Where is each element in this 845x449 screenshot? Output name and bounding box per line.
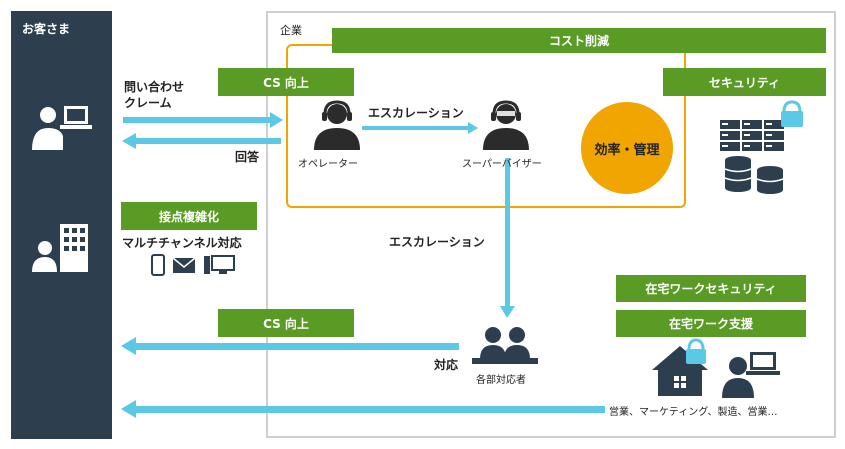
- customer-title: お客さま: [22, 22, 71, 36]
- security-bar: セキュリティ: [663, 68, 826, 96]
- business-arrow: [133, 406, 605, 413]
- pc-icon: [204, 255, 235, 274]
- escalation-top-label: エスカレーション: [368, 106, 464, 120]
- response-arrowhead: [121, 337, 136, 355]
- escalation-mid-label: エスカレーション: [389, 235, 485, 249]
- escalation-vertical-arrowhead: [500, 306, 515, 318]
- business-arrowhead: [121, 400, 136, 418]
- house-lock-icon: [686, 338, 706, 364]
- remote-work-icon: [652, 338, 780, 398]
- reply-arrowhead: [122, 133, 136, 149]
- inquiry-label-line1: 問い合わせ: [124, 80, 185, 94]
- reply-arrow: [133, 138, 281, 144]
- supervisor-icon: [483, 100, 529, 150]
- escalation-vertical-arrow: [505, 158, 510, 308]
- supervisor-label: スーパーバイザー: [462, 159, 542, 170]
- operator-label: オペレーター: [298, 159, 358, 170]
- inquiry-arrowhead: [270, 112, 283, 128]
- wfh-security-bar: 在宅ワークセキュリティ: [616, 275, 806, 302]
- cost-reduction-bar: コスト削減: [332, 28, 826, 53]
- inquiry-label-line2: クレーム: [124, 96, 172, 110]
- smartphone-icon: [151, 254, 165, 276]
- reply-label: 回答: [235, 150, 260, 164]
- multichannel-label: マルチチャンネル対応: [122, 236, 242, 250]
- business-label: 営業、マーケティング、製造、営業…: [609, 407, 778, 418]
- efficiency-circle: 効率・管理: [581, 102, 673, 194]
- response-arrow: [133, 343, 459, 350]
- customer-building-person-icon: [32, 224, 88, 272]
- escalation-top-arrowhead: [468, 122, 478, 134]
- server-database-lock-icon: [720, 100, 803, 194]
- efficiency-label: 効率・管理: [594, 142, 660, 158]
- company-frame: [266, 11, 836, 438]
- operator-icon: [314, 100, 360, 150]
- device-icons: [151, 254, 235, 276]
- wfh-support-bar: 在宅ワーク支援: [616, 310, 806, 337]
- cs-up-top-bar: CS 向上: [218, 68, 354, 96]
- departments-label: 各部対応者: [476, 375, 526, 386]
- mail-icon: [172, 257, 196, 273]
- lock-icon: [781, 100, 803, 127]
- contact-diversification-bar: 接点複雑化: [121, 202, 257, 230]
- customer-laptop-person-icon: [32, 106, 92, 150]
- company-title: 企業: [280, 24, 302, 37]
- inquiry-arrow: [123, 117, 273, 123]
- response-label: 対応: [434, 358, 459, 372]
- cs-up-bottom-bar: CS 向上: [218, 309, 354, 337]
- escalation-top-arrow: [362, 126, 470, 130]
- departments-icon: [472, 327, 538, 364]
